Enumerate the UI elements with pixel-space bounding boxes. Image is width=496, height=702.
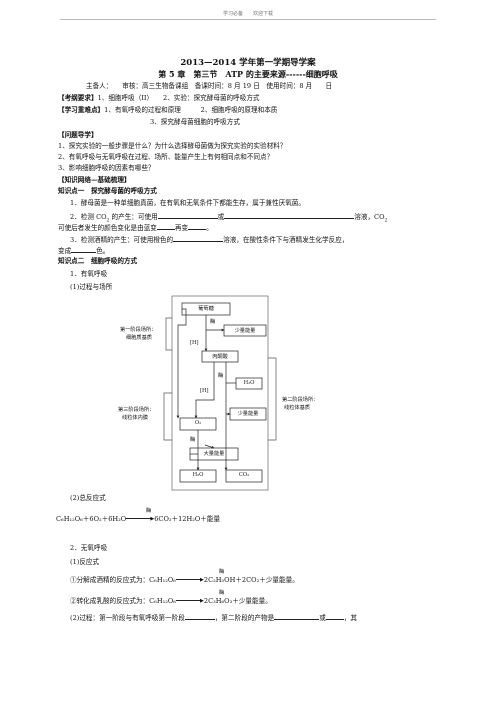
h2o-out-label: H₂O (192, 472, 204, 478)
blank-product-2[interactable] (325, 612, 344, 620)
kp1-l2a: 2．检测 CO (70, 213, 107, 221)
process-text-a: (2)过程：第一阶段与有氧呼吸第一阶段 (70, 614, 185, 622)
kp1-l3b: 再变 (174, 224, 189, 232)
much-energy-label: 大量能量 (203, 451, 225, 457)
exam-text: 1、细胞呼吸（II） 2、实验：探究酵母菌的呼吸方式 (97, 94, 260, 102)
process-text-d: ，其 (343, 614, 357, 622)
aerobic-process-heading: (1)过程与场所 (70, 283, 113, 291)
diagram-h-1: [H] (190, 340, 199, 346)
question-item-2: 2、有氧呼吸与无氧呼吸在过程、场所、能量产生上有何相同点和不同点？ (58, 153, 274, 161)
lactic-equation: ②转化成乳酸的反应式为：C₆H₁₂O₆▶2C₃H₆O₃＋少量能量。 (70, 597, 272, 605)
question-item-1: 1、探究实验的一般步骤是什么？为什么选择酵母菌做为探究实验的实验材料？ (58, 142, 287, 150)
diagram-enzyme-1: 酶 (210, 319, 216, 325)
focus-line-1: 【学习重难点】1、有氧呼吸的过程和原理 2、细胞呼吸的原理和本质 (58, 106, 277, 115)
exam-requirements: 【考纲要求】1、细胞呼吸（II） 2、实验：探究酵母菌的呼吸方式 (58, 94, 260, 103)
focus-label: 【学习重难点】 (58, 106, 105, 114)
question-item-3: 3、影响细胞呼吸的因素有哪些？ (58, 164, 155, 172)
kp1-l2c: 或 (217, 213, 225, 221)
kp1-l2d: 溶液，CO (354, 213, 385, 221)
blank-color-2[interactable] (188, 222, 207, 230)
total-eq-left: C₆H₁₂O₆＋6O₂＋6H₂O (56, 515, 127, 523)
stage1-label-1: 第一阶段场所： (120, 327, 157, 333)
total-eq-right: 6CO₂＋12H₂O＋能量 (154, 515, 221, 523)
doc-title: 2013—2014 学年第一学期导学案 (180, 58, 316, 68)
meta-line: 主备人： 审核：高三生物备课组 备课时间：8 月 19 日 使用时间：8 月 日 (86, 82, 333, 90)
exam-label: 【考纲要求】 (58, 94, 98, 102)
stage1-label-2: 细胞质基质 (126, 335, 152, 341)
focus-text-1: 1、有氧呼吸的过程和原理 2、细胞呼吸的原理和本质 (104, 106, 278, 114)
eq2-right: 2C₂H₅OH＋2CO₂＋少量能量。 (203, 576, 299, 584)
glucose-label: 葡萄糖 (198, 306, 214, 312)
kp1-l5a: 变成 (58, 247, 72, 255)
blank-co2-reagent-2[interactable] (224, 211, 355, 219)
diagram-enzyme-2: 酶 (218, 373, 224, 379)
eq3-left: ②转化成乳酸的反应式为：C₆H₁₂O₆ (70, 597, 176, 605)
diagram-h-2: [H] (200, 388, 209, 394)
little-energy-label-2: 少量能量 (237, 411, 259, 417)
pyruvate-label: 丙酮酸 (212, 354, 228, 360)
kp1-l4a: 3．检测酒精的产生：可使用橙色的 (70, 236, 174, 244)
eq3-enzyme: 酶 (219, 590, 225, 596)
header-divider (60, 19, 436, 20)
blank-alcohol-reagent[interactable] (173, 234, 224, 242)
co2-label: CO₂ (238, 472, 250, 478)
kp1-line-2: 2．检测 CO2 的产生：可使用或溶液，CO2 (70, 211, 388, 224)
eq2-left: ①分解成酒精的反应式为：C₆H₁₂O₆ (70, 576, 176, 584)
diagram-enzyme-3: 酶 (190, 437, 196, 443)
doc-subtitle: 第 5 章 第三节 ATP 的主要来源------细胞呼吸 (158, 69, 338, 79)
h2o-in-label: H₂O (243, 380, 255, 386)
total-equation-heading: (2)总反应式 (70, 494, 106, 502)
kp2-title: 知识点二 细胞呼吸的方式 (58, 257, 138, 265)
kp1-line-5: 变成 色。 (58, 245, 109, 256)
network-label: 【知识网络—基础梳理】 (58, 176, 131, 184)
alcohol-equation: ①分解成酒精的反应式为：C₆H₁₂O₆▶2C₂H₅OH＋2CO₂＋少量能量。 (70, 576, 299, 584)
diagram-frame (171, 295, 269, 491)
kp1-l5b: 色。 (96, 247, 110, 255)
blank-alcohol-color[interactable] (71, 245, 97, 253)
blank-product-1[interactable] (274, 612, 320, 620)
o2-label: O₂ (194, 420, 202, 426)
kp1-line-3: 可使后者发生的颜色变化是由蓝变 再变 。 (58, 222, 213, 233)
stage2-label-2: 线粒体基质 (284, 405, 310, 411)
process-text-c: 或 (319, 614, 326, 622)
eq3-right: 2C₃H₆O₃＋少量能量。 (203, 597, 272, 605)
kp1-line-1: 1．酵母菌是一种单细胞真菌，在有氧和无氧条件下都能生存，属于兼性厌氧菌。 (70, 199, 305, 207)
anaerobic-process-line: (2)过程：第一阶段与有氧呼吸第一阶段 ，第二阶段的产物是 或 ，其 (70, 612, 357, 623)
total-eq-enzyme: 酶 (146, 508, 152, 514)
little-energy-label-1: 少量能量 (234, 328, 256, 334)
questions-label: 【问题导学】 (58, 131, 98, 139)
anaerobic-heading: 2．无氧呼吸 (70, 544, 108, 552)
blank-stage1-same[interactable] (184, 612, 215, 620)
total-equation: C₆H₁₂O₆＋6O₂＋6H₂O▶6CO₂＋12H₂O＋能量 (56, 515, 221, 523)
kp1-l3c: 。 (206, 224, 213, 232)
aerobic-heading: 1．有氧呼吸 (70, 270, 108, 278)
blank-co2-reagent-1[interactable] (157, 211, 218, 219)
blank-color-1[interactable] (156, 222, 175, 230)
page-header: 学习必备 欢迎下载 (222, 11, 273, 17)
stage3-label-2: 线粒体内膜 (122, 415, 148, 421)
focus-line-2: 3、探究酵母菌细胞的呼吸方式 (150, 118, 240, 126)
kp1-l2b: 的产生：可使用 (109, 213, 158, 221)
anaerobic-reaction-heading: (1)反应式 (70, 558, 100, 566)
stage3-label-1: 第三阶段场所： (118, 407, 155, 413)
kp1-title: 知识点一 探究酵母菌的呼吸方式 (58, 187, 157, 195)
kp1-l4b: 溶液，在酸性条件下与酒精发生化学反应， (223, 236, 349, 244)
eq2-enzyme: 酶 (219, 569, 225, 575)
stage2-label-1: 第二阶段场所： (282, 397, 319, 403)
process-text-b: ，第二阶段的产物是 (214, 614, 275, 622)
kp1-line-4: 3．检测酒精的产生：可使用橙色的 溶液，在酸性条件下与酒精发生化学反应， (70, 234, 348, 245)
kp1-l3a: 可使后者发生的颜色变化是由蓝变 (58, 224, 157, 232)
